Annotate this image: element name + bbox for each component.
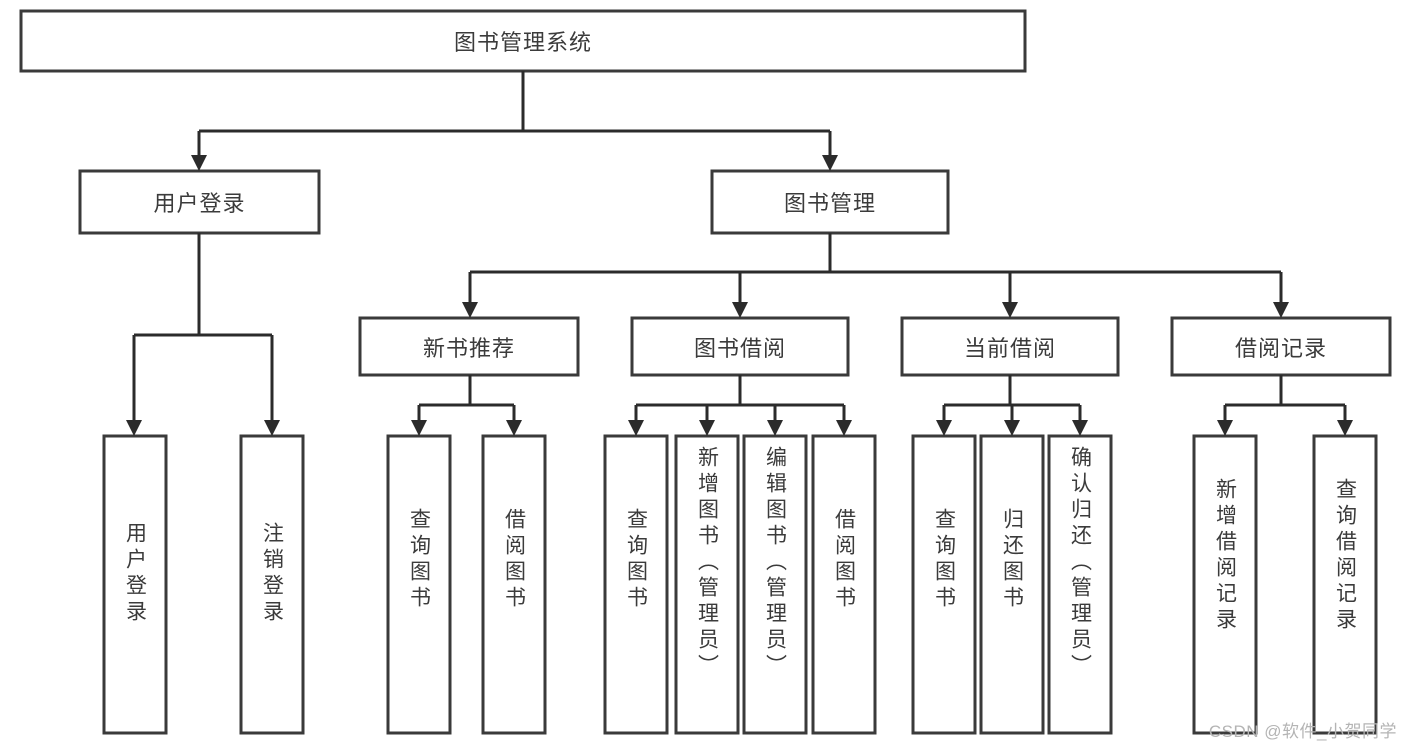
connector-current-borrow-to-leaves (942, 375, 1082, 422)
leaf-box-confirm-return-admin[interactable] (1047, 434, 1113, 735)
node-box-book-management[interactable] (710, 169, 950, 235)
leaf-box-add-book-admin[interactable] (674, 434, 740, 735)
connector-book-management-to-level2 (468, 233, 1283, 304)
arrowhead-new-book-recommend (462, 302, 478, 318)
connector-user-login-to-leaves (132, 233, 274, 422)
leaf-box-borrow-book[interactable] (811, 434, 877, 735)
arrowhead-leaf-borrow-book (836, 420, 852, 436)
arrowhead-leaf-query-borrow-record (1337, 420, 1353, 436)
arrowhead-leaf-query-book-borrow (628, 420, 644, 436)
leaf-box-logout[interactable] (239, 434, 305, 735)
arrowhead-leaf-add-borrow-record (1217, 420, 1233, 436)
node-box-book-borrow[interactable] (630, 316, 850, 377)
arrowhead-leaf-query-book-recommend (411, 420, 427, 436)
arrowhead-leaf-confirm-return-admin (1072, 420, 1088, 436)
connector-book-borrow-to-leaves (634, 375, 846, 422)
leaf-box-query-book-current[interactable] (911, 434, 977, 735)
arrowhead-borrow-record (1273, 302, 1289, 318)
leaf-box-borrow-book-recommend[interactable] (481, 434, 547, 735)
connector-borrow-record-to-leaves (1223, 375, 1347, 422)
node-box-root[interactable] (19, 9, 1027, 73)
arrowhead-book-management (822, 155, 838, 171)
node-box-current-borrow[interactable] (900, 316, 1120, 377)
connector-root-to-level1 (197, 71, 832, 157)
leaf-box-edit-book-admin[interactable] (742, 434, 808, 735)
arrowhead-leaf-user-login (126, 420, 142, 436)
leaf-box-query-book-borrow[interactable] (603, 434, 669, 735)
connector-new-book-recommend-to-leaves (417, 375, 516, 422)
arrowhead-leaf-return-book (1004, 420, 1020, 436)
arrowhead-current-borrow (1002, 302, 1018, 318)
leaf-box-return-book[interactable] (979, 434, 1045, 735)
watermark-text: CSDN @软件_小贺同学 (1208, 722, 1397, 741)
arrowhead-leaf-add-book-admin (699, 420, 715, 436)
arrowhead-leaf-logout (264, 420, 280, 436)
leaf-box-query-book-recommend[interactable] (386, 434, 452, 735)
arrowhead-user-login (191, 155, 207, 171)
arrowhead-leaf-borrow-book-recommend (506, 420, 522, 436)
leaf-box-add-borrow-record[interactable] (1192, 434, 1258, 735)
node-box-user-login[interactable] (78, 169, 321, 235)
arrowhead-book-borrow (732, 302, 748, 318)
leaf-box-user-login[interactable] (102, 434, 168, 735)
node-box-new-book-recommend[interactable] (358, 316, 580, 377)
node-box-borrow-record[interactable] (1170, 316, 1392, 377)
arrowhead-leaf-edit-book-admin (767, 420, 783, 436)
leaf-box-query-borrow-record[interactable] (1312, 434, 1378, 735)
arrowhead-leaf-query-book-current (936, 420, 952, 436)
